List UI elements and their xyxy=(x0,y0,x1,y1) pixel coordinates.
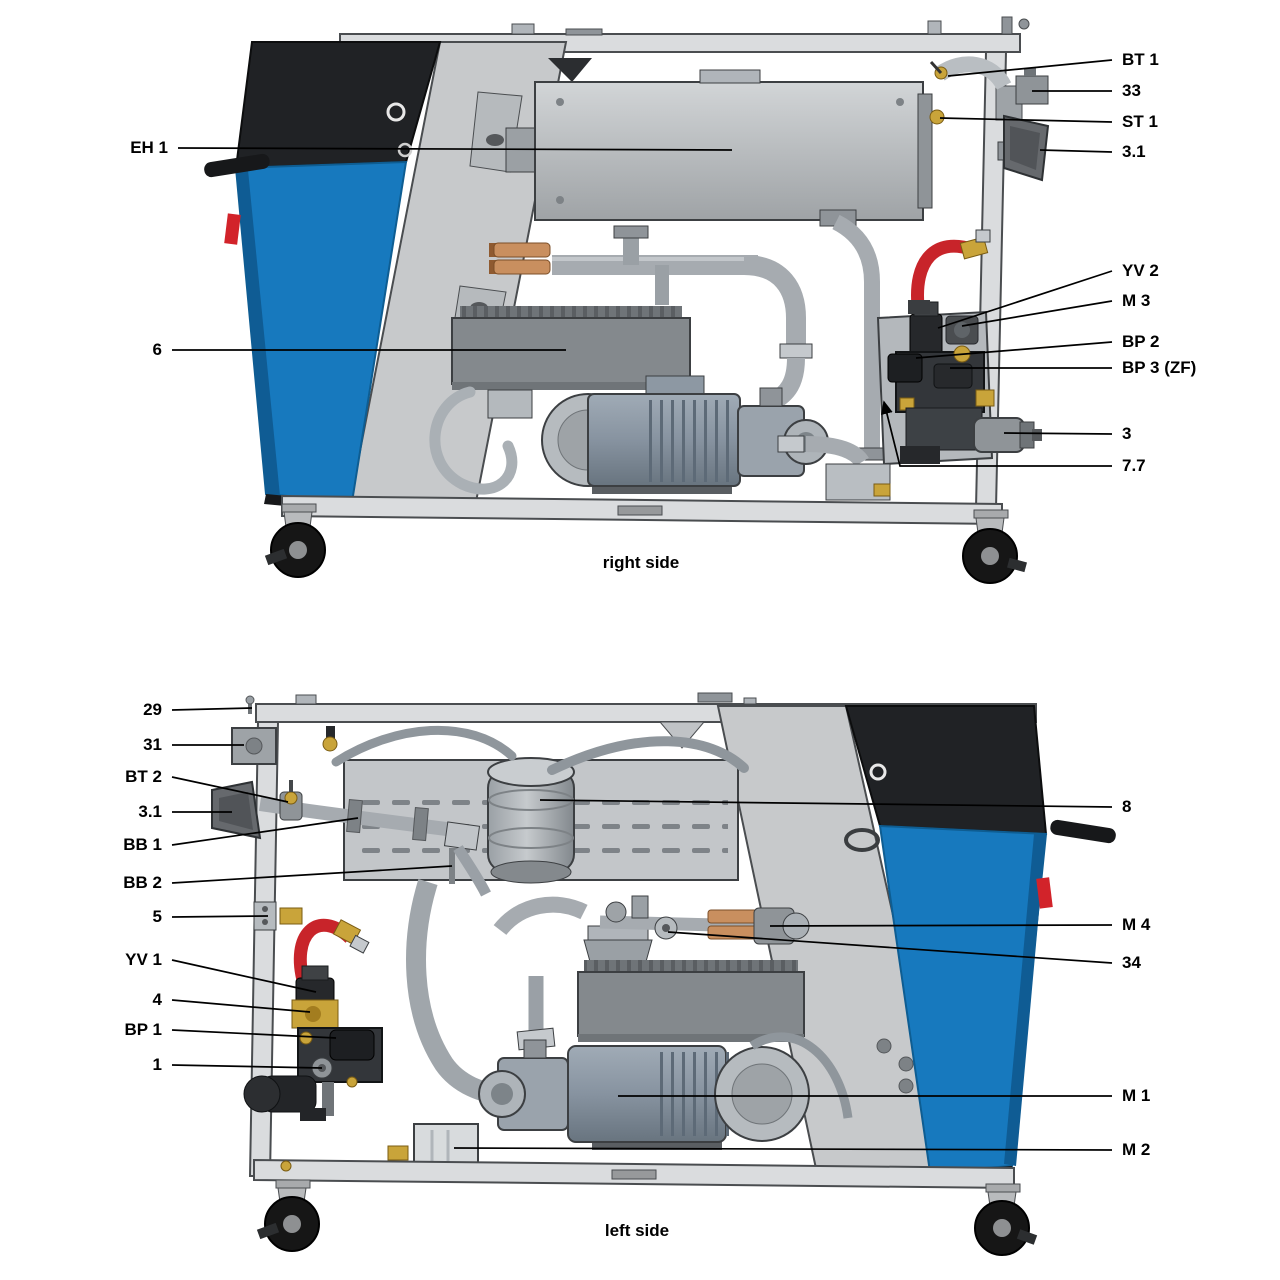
leader-line-8 xyxy=(539,799,1113,808)
leader-line-bp-1 xyxy=(171,1029,337,1039)
red-hose xyxy=(908,229,991,314)
cooler-block xyxy=(577,960,805,1042)
leader-line-4 xyxy=(171,999,311,1013)
leader-line-bt-2 xyxy=(171,776,289,803)
pump-bp2 xyxy=(887,353,923,383)
pump-bp3 xyxy=(933,363,973,389)
stop-button xyxy=(224,213,241,245)
fitting-33 xyxy=(1015,75,1049,105)
housing-panel xyxy=(844,705,1116,1184)
leader-line-yv-2 xyxy=(937,270,1113,329)
inlet-bracket-3-1 xyxy=(211,780,262,840)
drain-box xyxy=(825,463,891,501)
top-fittings xyxy=(929,56,1050,182)
leader-lines xyxy=(171,59,1113,1151)
sensor-bt2 xyxy=(279,780,303,821)
caster-wheel xyxy=(264,503,326,578)
handle xyxy=(204,153,270,178)
bracket-31 xyxy=(231,727,277,765)
cooler-block-6 xyxy=(451,306,691,390)
leader-line-bp-2 xyxy=(915,341,1113,359)
pump-bp1 xyxy=(329,1029,375,1061)
frame-bottom xyxy=(281,494,1003,526)
leader-line-7-7 xyxy=(881,400,1112,467)
valve-assembly-right xyxy=(887,301,1042,464)
leader-line-1 xyxy=(171,1064,323,1069)
leader-line-m-4 xyxy=(769,924,1113,927)
leader-line-bb-1 xyxy=(171,817,359,846)
handle xyxy=(1050,819,1116,844)
leader-line-3 xyxy=(1003,432,1113,435)
leader-line-st-1 xyxy=(939,117,1113,123)
stop-button xyxy=(1036,877,1053,909)
pipe-bb xyxy=(258,797,491,897)
leader-line-bb-2 xyxy=(171,865,453,884)
leader-line-eh-1 xyxy=(177,147,733,151)
leader-line-m-2 xyxy=(453,1147,1113,1151)
pump-motor-m1 xyxy=(478,1032,853,1150)
red-hose xyxy=(293,918,370,986)
cable-loop xyxy=(429,386,533,495)
leader-line-m-3 xyxy=(961,300,1113,327)
leader-line-29 xyxy=(171,707,253,711)
machine-left-side xyxy=(211,692,1116,1256)
leader-line-3-1 xyxy=(1039,149,1113,153)
screw-29 xyxy=(245,695,255,714)
heater-cartridges xyxy=(489,242,551,275)
expansion-vessel-8 xyxy=(487,757,575,884)
leader-line-bt-1 xyxy=(947,59,1113,77)
panel-hole xyxy=(844,828,880,852)
heater-box-eh1 xyxy=(505,58,933,221)
caster-wheel xyxy=(256,1179,320,1252)
pump-motor xyxy=(541,375,869,494)
rail-fitting xyxy=(322,726,338,752)
thermostat-st1 xyxy=(929,109,945,125)
caster-wheel xyxy=(962,509,1027,584)
fitting-3 xyxy=(973,417,1025,453)
leader-line-5 xyxy=(171,915,269,918)
leader-line-34 xyxy=(667,931,1113,964)
cables xyxy=(331,725,749,775)
caster-wheel xyxy=(974,1183,1038,1256)
machine-right-side xyxy=(204,16,1050,584)
caption-right-side: right side xyxy=(602,553,680,572)
leader-line-yv-1 xyxy=(171,959,317,993)
pipe-manifold xyxy=(552,209,887,461)
caption-left-side: left side xyxy=(604,1221,670,1240)
